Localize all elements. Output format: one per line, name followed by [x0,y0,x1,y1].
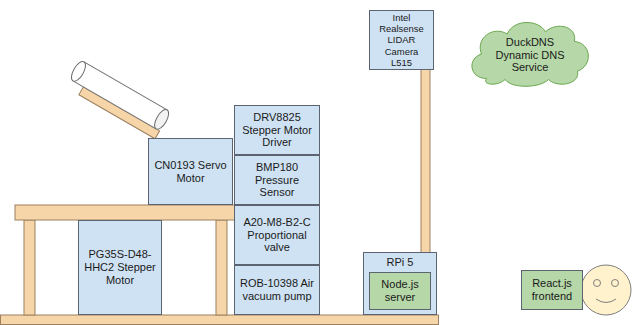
server-box: Node.js server [369,272,431,310]
platform-leg [24,220,35,315]
box-label: RPi 5 [384,256,417,269]
valve-box: A20-M8-B2-C Proportional valve [234,205,320,265]
box-label: CN0193 Servo Motor [149,159,232,185]
camera-box: Intel Realsense LIDAR Camera L515 [369,10,434,70]
box-label: ROB-10398 Air vacuum pump [235,277,319,303]
box-label: BMP180 Pressure Sensor [235,161,319,200]
box-label: Intel Realsense LIDAR Camera L515 [370,12,433,68]
user-face [581,265,631,315]
face-outline [581,265,631,315]
face-eye [594,280,601,287]
sensor-box: BMP180 Pressure Sensor [234,155,320,205]
tube-body [73,62,167,129]
box-label: PG35S-D48-HHC2 Stepper Motor [79,248,161,287]
driver-box: DRV8825 Stepper Motor Driver [234,105,320,155]
box-label: DuckDNS Dynamic DNS Service [482,36,578,75]
cloud-service: DuckDNS Dynamic DNS Service [466,18,594,88]
frontend-box: React.js frontend [521,270,583,310]
platform [15,205,251,220]
box-label: A20-M8-B2-C Proportional valve [235,216,319,255]
platform-leg [216,220,227,315]
tube-end [69,59,89,83]
tube-end [152,107,172,131]
face-eye [612,280,619,287]
face-mouth [596,299,616,303]
base-board [1,315,439,325]
box-label: DRV8825 Stepper Motor Driver [235,111,319,150]
box-label: Node.js server [370,278,430,304]
cloud-shape [472,22,588,86]
box-label: React.js frontend [522,277,582,303]
computer-box: RPi 5 Node.js server [363,252,437,315]
tilt-arm [64,59,171,139]
motor-box: PG35S-D48-HHC2 Stepper Motor [78,220,162,315]
servo-box: CN0193 Servo Motor [148,138,233,205]
pump-box: ROB-10398 Air vacuum pump [234,265,320,315]
